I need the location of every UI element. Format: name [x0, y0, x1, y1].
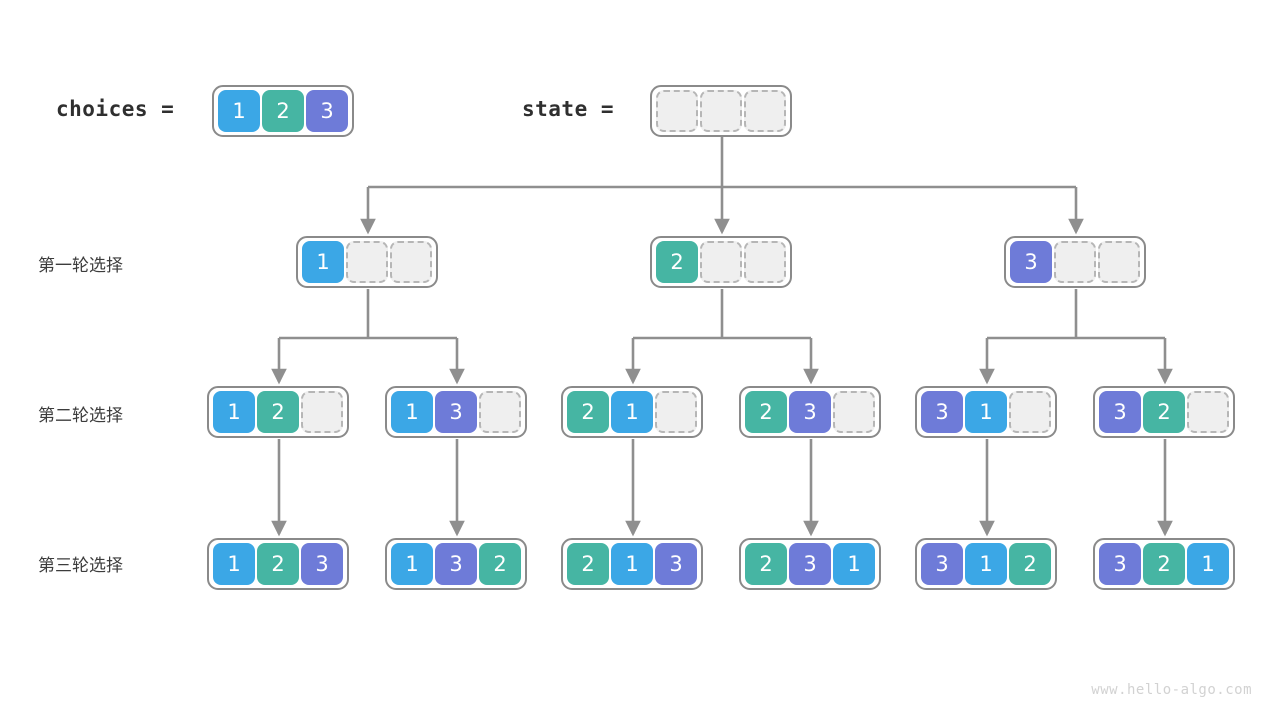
l3n4-cell-1: 2 — [745, 543, 787, 585]
l2n5-cell-2: 1 — [965, 391, 1007, 433]
l1n1-cell-2 — [346, 241, 388, 283]
choices-label: choices = — [56, 97, 175, 121]
l3n4-cell-2: 3 — [789, 543, 831, 585]
l3n6-cell-1: 3 — [1099, 543, 1141, 585]
l3n5-cell-3: 2 — [1009, 543, 1051, 585]
l2n1-cell-1: 1 — [213, 391, 255, 433]
choices-cell-2: 2 — [262, 90, 304, 132]
state-cell-1 — [656, 90, 698, 132]
l2n4-cell-2: 3 — [789, 391, 831, 433]
l2n5-cell-3 — [1009, 391, 1051, 433]
l2n2-cell-2: 3 — [435, 391, 477, 433]
l2n2-cell-3 — [479, 391, 521, 433]
row-label-level-2: 第二轮选择 — [38, 406, 123, 426]
l2n4-cell-1: 2 — [745, 391, 787, 433]
l3n6-cell-2: 2 — [1143, 543, 1185, 585]
l2n3-cell-2: 1 — [611, 391, 653, 433]
l3n3-cell-1: 2 — [567, 543, 609, 585]
state-cell-2 — [700, 90, 742, 132]
l1n2-cell-3 — [744, 241, 786, 283]
l3n2-cell-2: 3 — [435, 543, 477, 585]
l3n4-cell-3: 1 — [833, 543, 875, 585]
l3n2-cell-1: 1 — [391, 543, 433, 585]
l3n2-cell-3: 2 — [479, 543, 521, 585]
choices-cell-3: 3 — [306, 90, 348, 132]
row-label-level-3: 第三轮选择 — [38, 556, 123, 576]
l2n3-cell-1: 2 — [567, 391, 609, 433]
l2n6-cell-2: 2 — [1143, 391, 1185, 433]
tree-node-level1-1: 1 — [296, 236, 438, 288]
l1n3-cell-2 — [1054, 241, 1096, 283]
choices-cell-1: 1 — [218, 90, 260, 132]
state-array — [650, 85, 792, 137]
l2n6-cell-3 — [1187, 391, 1229, 433]
l3n3-cell-3: 3 — [655, 543, 697, 585]
l1n2-cell-2 — [700, 241, 742, 283]
l3n5-cell-2: 1 — [965, 543, 1007, 585]
l1n1-cell-1: 1 — [302, 241, 344, 283]
l1n1-cell-3 — [390, 241, 432, 283]
l2n1-cell-3 — [301, 391, 343, 433]
state-label: state = — [522, 97, 615, 121]
l3n6-cell-3: 1 — [1187, 543, 1229, 585]
l2n3-cell-3 — [655, 391, 697, 433]
l3n1-cell-1: 1 — [213, 543, 255, 585]
l3n3-cell-2: 1 — [611, 543, 653, 585]
l3n5-cell-1: 3 — [921, 543, 963, 585]
l2n6-cell-1: 3 — [1099, 391, 1141, 433]
tree-node-level1-2: 2 — [650, 236, 792, 288]
l2n5-cell-1: 3 — [921, 391, 963, 433]
l1n3-cell-3 — [1098, 241, 1140, 283]
tree-node-level1-3: 3 — [1004, 236, 1146, 288]
l3n1-cell-2: 2 — [257, 543, 299, 585]
l1n3-cell-1: 3 — [1010, 241, 1052, 283]
l2n1-cell-2: 2 — [257, 391, 299, 433]
l2n2-cell-1: 1 — [391, 391, 433, 433]
row-label-level-1: 第一轮选择 — [38, 256, 123, 276]
watermark: www.hello-algo.com — [1091, 682, 1252, 698]
state-cell-3 — [744, 90, 786, 132]
l1n2-cell-1: 2 — [656, 241, 698, 283]
l2n4-cell-3 — [833, 391, 875, 433]
l3n1-cell-3: 3 — [301, 543, 343, 585]
